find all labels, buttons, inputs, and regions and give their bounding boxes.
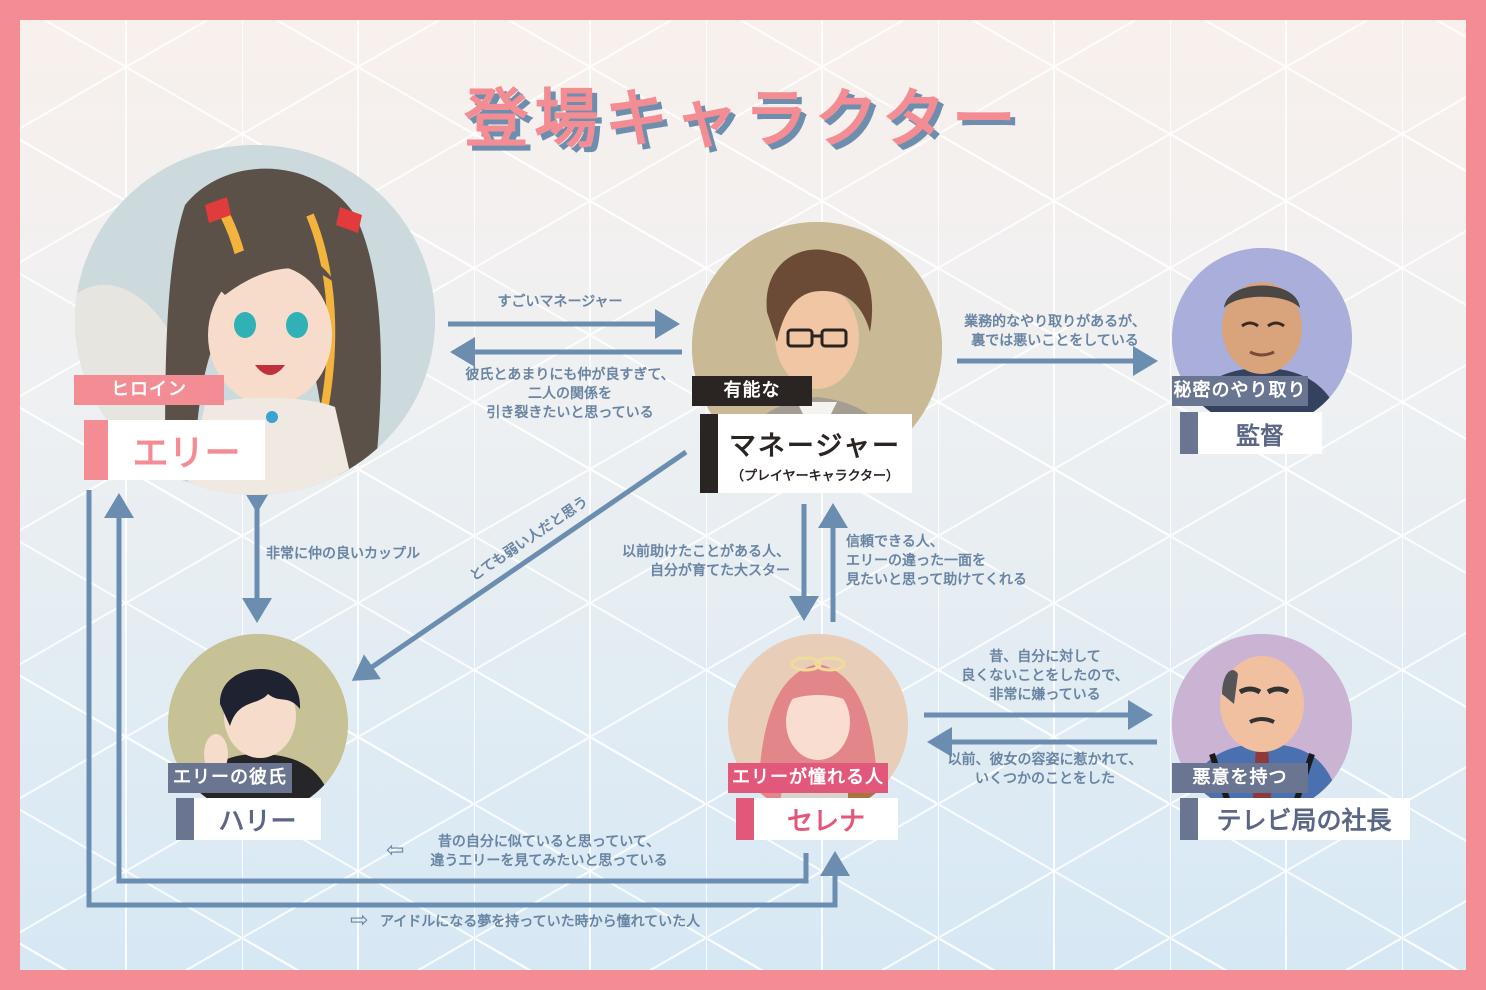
relation-ellie-to-serena: アイドルになる夢を持っていた時から憧れていた人 xyxy=(380,914,701,930)
tag-admired-by-ellie: エリーが憧れる人 xyxy=(728,763,888,793)
namebox-harry: ハリー xyxy=(176,798,321,840)
namebox-accent-bar xyxy=(84,420,108,480)
namebox-tv-president: テレビ局の社長 xyxy=(1180,798,1410,840)
tag-heroine: ヒロイン xyxy=(74,375,224,405)
character-name-harry: ハリー xyxy=(218,806,297,837)
relation-manager-to-ellie: 彼氏とあまりにも仲が良すぎて、 二人の関係を 引き裂きたいと思っている xyxy=(465,367,675,421)
tag-secret-dealings: 秘密のやり取り xyxy=(1172,376,1308,406)
page-title: 登場キャラクター xyxy=(464,83,1022,157)
namebox-accent-bar xyxy=(1180,798,1198,840)
namebox-accent-bar xyxy=(1180,412,1198,454)
tag-malicious: 悪意を持つ xyxy=(1172,763,1308,793)
namebox-manager: マネージャー （プレイヤーキャラクター） xyxy=(700,414,912,493)
arrow-manager-to-harry xyxy=(351,449,688,681)
left-outline-arrow-icon: ⇦ xyxy=(386,838,405,863)
arrow-serena-to-ellie xyxy=(104,493,809,884)
relationship-connectors xyxy=(86,309,1158,908)
namebox-accent-bar xyxy=(736,798,754,840)
relation-serena-to-ellie: 昔の自分に似ていると思っていて、 違うエリーを見てみたいと思っている xyxy=(430,834,668,869)
namebox-accent-bar xyxy=(176,798,194,840)
relation-serena-to-president: 昔、自分に対して 良くないことをしたので、 非常に嫌っている xyxy=(961,649,1129,703)
relation-president-to-serena: 以前、彼女の容姿に惹かれて、 いくつかのことをした xyxy=(947,752,1143,787)
character-name-ellie: エリー xyxy=(132,433,241,474)
character-name-manager: マネージャー xyxy=(728,430,902,462)
character-name-serena: セレナ xyxy=(786,806,865,837)
character-name-tv-president: テレビ局の社長 xyxy=(1216,806,1392,835)
relation-serena-to-manager: 信頼できる人、 エリーの違った一面を 見たいと思って助けてくれる xyxy=(846,534,1027,588)
diagram-frame: 登場キャラクター xyxy=(20,20,1466,970)
namebox-ellie: エリー xyxy=(84,420,265,480)
character-name-director: 監督 xyxy=(1236,421,1284,450)
right-outline-arrow-icon: ⇨ xyxy=(350,908,369,933)
namebox-accent-bar xyxy=(700,414,718,493)
namebox-serena: セレナ xyxy=(736,798,898,840)
relation-manager-to-director: 業務的なやり取りがあるが、 裏では悪いことをしている xyxy=(964,314,1146,349)
tag-capable: 有能な xyxy=(692,376,812,406)
tag-ellies-boyfriend: エリーの彼氏 xyxy=(168,763,292,793)
arrow-ellie-to-serena xyxy=(86,490,850,908)
relation-ellie-to-manager: すごいマネージャー xyxy=(497,294,623,310)
relation-manager-to-serena: 以前助けたことがある人、 自分が育てた大スター xyxy=(622,544,790,579)
namebox-director: 監督 xyxy=(1180,412,1322,454)
relation-ellie-harry: 非常に仲の良いカップル xyxy=(266,546,420,562)
character-subname-manager: （プレイヤーキャラクター） xyxy=(730,468,900,484)
